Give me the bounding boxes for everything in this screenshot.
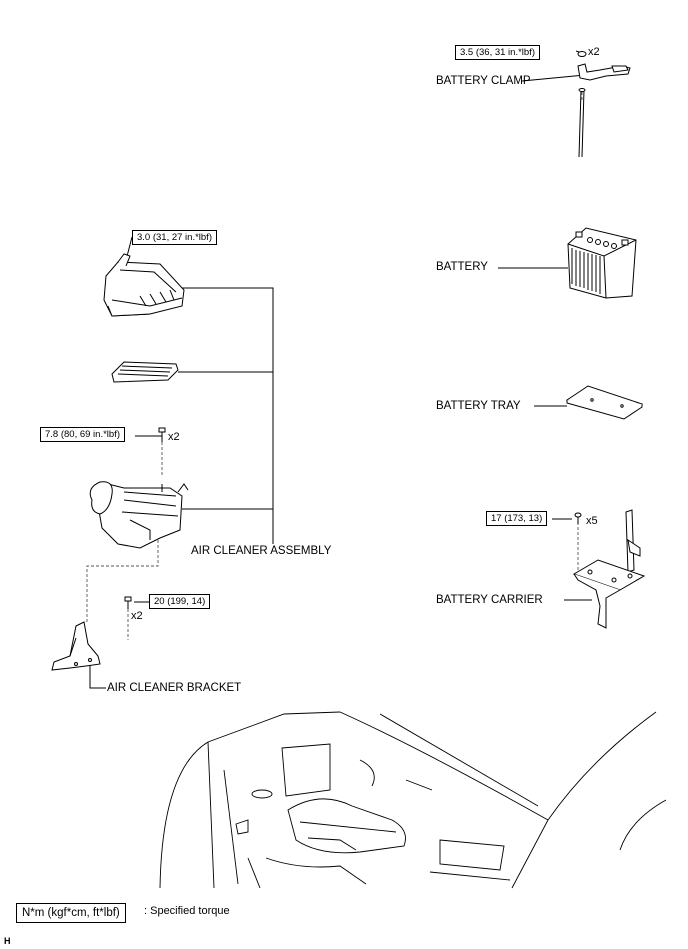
quantity-carrier-bolt: x5	[586, 515, 598, 527]
label-battery: BATTERY	[436, 261, 488, 273]
battery-drawing	[567, 227, 637, 299]
label-battery-tray: BATTERY TRAY	[436, 400, 521, 412]
legend-description: : Specified torque	[144, 905, 230, 917]
label-battery-clamp: BATTERY CLAMP	[436, 75, 531, 87]
battery-tray-drawing	[565, 385, 644, 420]
quantity-battery-clamp: x2	[588, 46, 600, 58]
air-cleaner-bracket-drawing	[51, 621, 101, 671]
assembly-bracket-line	[180, 287, 274, 512]
bracket-leader	[89, 660, 106, 689]
bracket-bolt	[124, 596, 132, 609]
air-cleaner-case-drawing	[89, 481, 189, 549]
torque-spec-battery-clamp: 3.5 (36, 31 in.*lbf)	[455, 45, 540, 60]
torque-spec-battery-carrier: 17 (173, 13)	[486, 511, 548, 526]
air-cleaner-bolt	[158, 427, 166, 442]
air-filter-drawing	[111, 361, 179, 383]
air-cleaner-cap-drawing	[103, 253, 185, 317]
battery-carrier-drawing	[572, 509, 646, 629]
battery-clamp-drawing	[577, 51, 631, 158]
quantity-bracket-bolt: x2	[131, 610, 143, 622]
quantity-air-cleaner-bolt: x2	[168, 431, 180, 443]
corner-mark: H	[4, 936, 11, 946]
torque-spec-air-cleaner-bolt: 7.8 (80, 69 in.*lbf)	[40, 427, 125, 442]
torque-spec-air-cleaner-cap: 3.0 (31, 27 in.*lbf)	[132, 230, 217, 245]
legend-unit-box: N*m (kgf*cm, ft*lbf)	[16, 903, 126, 923]
label-air-cleaner-bracket: AIR CLEANER BRACKET	[107, 682, 242, 694]
engine-compartment-drawing	[159, 711, 667, 889]
label-battery-carrier: BATTERY CARRIER	[436, 594, 543, 606]
label-air-cleaner-assembly: AIR CLEANER ASSEMBLY	[191, 545, 332, 557]
torque-spec-bracket-bolt: 20 (199, 14)	[149, 594, 211, 609]
battery-clamp-leader	[521, 74, 586, 82]
